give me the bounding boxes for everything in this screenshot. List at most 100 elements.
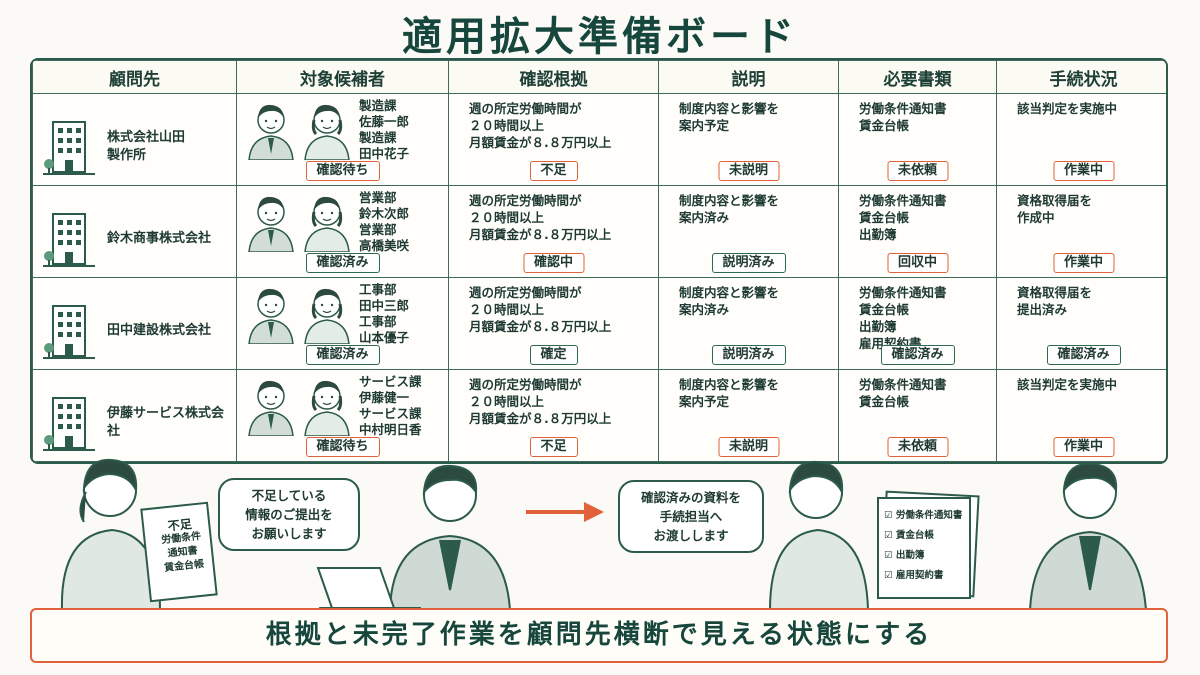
checklist-label: 労働条件通知書	[895, 510, 963, 521]
building-icon	[43, 396, 95, 451]
bubble-line: 情報のご提出を	[245, 507, 333, 522]
candidate-list: 営業部鈴木次郎営業部高橋美咲	[359, 190, 409, 254]
procedure-cell: 該当判定を実施中作業中	[996, 369, 1166, 462]
employee-icon	[248, 104, 294, 160]
cell-line: サービス課	[359, 374, 422, 389]
cell-line: 伊藤健一	[359, 390, 410, 405]
status-badge[interactable]: 確認済み	[1046, 345, 1121, 365]
cell-line: 週の所定労働時間が	[469, 101, 582, 116]
docs-cell: 労働条件通知書賃金台帳未依頼	[838, 369, 997, 462]
docs-cell: 労働条件通知書賃金台帳出勤簿回収中	[838, 185, 997, 278]
candidates-cell: サービス課伊藤健一サービス課中村明日香 確認待ち	[236, 369, 449, 462]
docs-cell: 労働条件通知書賃金台帳未依頼	[838, 93, 997, 186]
client-cell: 田中建設株式会社	[32, 277, 237, 370]
cell-line: 作成中	[1017, 210, 1055, 225]
cell-line: 製造課	[359, 98, 397, 113]
cell-line: ２０時間以上	[469, 118, 545, 133]
check-icon: ☑	[884, 510, 893, 521]
cell-line: ２０時間以上	[469, 394, 545, 409]
candidates-cell: 営業部鈴木次郎営業部高橋美咲 確認済み	[236, 185, 449, 278]
cell-line: 株式会社山田	[107, 129, 186, 145]
employee-icon	[248, 196, 294, 252]
client-cell: 株式会社山田製作所	[32, 93, 237, 186]
cell-line: 案内予定	[679, 394, 730, 409]
status-badge[interactable]: 未説明	[717, 437, 780, 457]
column-header: 対象候補者	[236, 60, 449, 94]
status-badge[interactable]: 未依頼	[886, 161, 949, 181]
status-badge[interactable]: 作業中	[1052, 161, 1115, 181]
status-board: 顧問先 対象候補者 確認根拠 説明 必要書類 手続状況 株式会社山田製作所	[30, 58, 1168, 464]
status-badge[interactable]: 確認待ち	[305, 161, 380, 181]
checklist: ☑ 労働条件通知書 ☑ 賃金台帳 ☑ 出勤簿 ☑ 雇用契約書	[884, 506, 968, 586]
cell-line: 田中花子	[359, 146, 410, 161]
bubble-line: 不足している	[251, 488, 327, 503]
client-name[interactable]: 伊藤サービス株式会社	[107, 405, 228, 441]
bubble-line: 確認済みの資料を	[640, 490, 741, 505]
cell-line: 制度内容と影響を	[679, 101, 780, 116]
cell-line: 労働条件通知書	[859, 193, 947, 208]
explain-cell: 制度内容と影響を案内済み説明済み	[658, 277, 839, 370]
status-badge[interactable]: 未説明	[717, 161, 780, 181]
cell-line: 工事部	[359, 314, 397, 329]
checklist-label: 雇用契約書	[895, 570, 944, 581]
candidate-avatars	[245, 374, 353, 438]
status-badge[interactable]: 不足	[529, 437, 578, 457]
speech-bubble-handover: 確認済みの資料を 手続担当へ お渡しします	[618, 480, 764, 553]
status-badge[interactable]: 回収中	[886, 253, 949, 273]
status-badge[interactable]: 確認済み	[305, 345, 380, 365]
cell-line: 案内済み	[679, 210, 730, 225]
cell-line: 田中建設株式会社	[107, 322, 212, 338]
status-badge[interactable]: 作業中	[1052, 437, 1115, 457]
employee-icon	[304, 288, 350, 344]
procedure-cell: 資格取得届を提出済み確認済み	[996, 277, 1166, 370]
status-badge[interactable]: 確認済み	[880, 345, 955, 365]
checklist-item: ☑ 雇用契約書	[884, 566, 968, 586]
cell-line: 鈴木次郎	[359, 206, 410, 221]
client-cell: 鈴木商事株式会社	[32, 185, 237, 278]
client-name[interactable]: 株式会社山田製作所	[107, 129, 185, 165]
cell-line: 提出済み	[1017, 302, 1068, 317]
illustration-scene: 不足している 情報のご提出を お願いします 不足 労働条件 通知書 賃金台帳 確…	[0, 440, 1200, 620]
column-header: 説明	[658, 60, 839, 94]
docs-cell: 労働条件通知書賃金台帳出勤簿雇用契約書確認済み	[838, 277, 997, 370]
cell-line: 出勤簿	[859, 227, 897, 242]
status-badge[interactable]: 確認済み	[305, 253, 380, 273]
cell-line: 月額賃金が８.８万円以上	[469, 135, 612, 150]
cell-line: 営業部	[359, 222, 397, 237]
staff-woman-icon	[60, 458, 162, 611]
employee-icon	[248, 380, 294, 436]
column-header: 手続状況	[996, 60, 1166, 94]
status-badge[interactable]: 確認中	[522, 253, 585, 273]
checklist-label: 出勤簿	[895, 550, 925, 561]
status-badge[interactable]: 不足	[529, 161, 578, 181]
cell-line: 該当判定を実施中	[1017, 101, 1118, 116]
bubble-line: お渡しします	[653, 528, 729, 543]
client-cell: 伊藤サービス株式会社	[32, 369, 237, 462]
status-badge[interactable]: 説明済み	[711, 253, 786, 273]
checklist-item: ☑ 出勤簿	[884, 546, 968, 566]
status-badge[interactable]: 確認待ち	[305, 437, 380, 457]
employee-icon	[304, 196, 350, 252]
procedure-cell: 資格取得届を作成中作業中	[996, 185, 1166, 278]
cell-line: 伊藤サービス株式会社	[107, 405, 225, 439]
cell-line: 工事部	[359, 282, 397, 297]
status-badge[interactable]: 未依頼	[886, 437, 949, 457]
status-badge[interactable]: 確定	[529, 345, 578, 365]
cell-line: 高橋美咲	[359, 238, 410, 253]
staff-man-icon	[1028, 462, 1148, 611]
cell-line: 営業部	[359, 190, 397, 205]
footer-banner: 根拠と未完了作業を顧問先横断で見える状態にする	[30, 608, 1168, 663]
document-stack-icon	[877, 490, 980, 599]
status-badge[interactable]: 作業中	[1052, 253, 1115, 273]
client-name[interactable]: 鈴木商事株式会社	[107, 230, 211, 248]
building-icon	[43, 212, 95, 267]
check-icon: ☑	[884, 530, 893, 541]
cell-line: 制度内容と影響を	[679, 193, 780, 208]
status-badge[interactable]: 説明済み	[711, 345, 786, 365]
candidate-avatars	[245, 190, 353, 254]
cell-line: 鈴木商事株式会社	[107, 230, 212, 246]
speech-bubble-request: 不足している 情報のご提出を お願いします	[218, 478, 360, 551]
client-name[interactable]: 田中建設株式会社	[107, 322, 211, 340]
